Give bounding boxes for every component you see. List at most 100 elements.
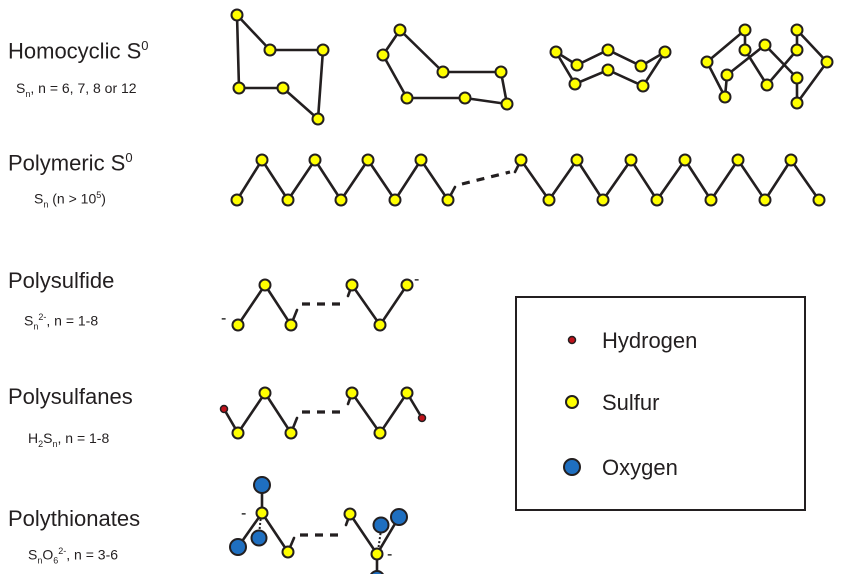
minus-charge: - <box>387 546 392 563</box>
oxygen-atom <box>253 476 271 494</box>
sulfur-atom <box>232 81 246 95</box>
f: n <box>43 199 49 210</box>
f: n <box>33 321 39 332</box>
oxygen-atom <box>390 508 408 526</box>
sulfur-atom <box>255 153 269 167</box>
polysulfide-title: Polysulfide <box>8 268 114 294</box>
f: n <box>52 438 58 449</box>
sulfur-atom <box>790 96 804 110</box>
sulfur-atom <box>345 278 359 292</box>
oxygen-atom <box>372 516 390 534</box>
sulfur-atom <box>549 45 563 59</box>
polymeric-chain <box>230 153 826 207</box>
sulfur-atom <box>441 193 455 207</box>
hydrogen-atom <box>219 404 229 414</box>
f: 6 <box>53 555 59 566</box>
sulfur-atom <box>400 91 414 105</box>
legend-label-oxygen: Oxygen <box>602 455 678 480</box>
legend-markers <box>563 335 581 476</box>
sulfur-atom <box>255 506 269 520</box>
sulfur-atom <box>284 426 298 440</box>
sulfur-atom <box>436 65 450 79</box>
sulfur-atom <box>634 59 648 73</box>
sulfur-atom <box>820 55 834 69</box>
sulfur-atom <box>308 153 322 167</box>
sulfur-atom <box>400 386 414 400</box>
hydrogen-atom <box>417 413 427 423</box>
f: n <box>37 555 43 566</box>
sulfur-atom <box>361 153 375 167</box>
minus-charge: - <box>414 271 419 288</box>
sulfur-atom <box>316 43 330 57</box>
sulfur-atoms <box>230 8 330 126</box>
sulfur-atom <box>601 43 615 57</box>
oxygen-atom <box>250 529 268 547</box>
sulfur-atom <box>373 318 387 332</box>
f: S <box>24 312 34 329</box>
f: (n > 10 <box>48 190 97 207</box>
oxygen-legend-icon <box>563 458 581 476</box>
sulfur-atom <box>230 8 244 22</box>
title-text: Polysulfide <box>8 268 115 293</box>
sulfur-atom <box>343 507 357 521</box>
title-sup: 0 <box>125 150 133 165</box>
sulfur-atom <box>636 79 650 93</box>
sulfur-atom <box>700 55 714 69</box>
sulfur-atom <box>718 90 732 104</box>
minus-charge: - <box>221 310 226 327</box>
sulfur-atom <box>568 77 582 91</box>
sulfur-atom <box>731 153 745 167</box>
sulfur-atom <box>758 38 772 52</box>
sulfur-atom <box>790 43 804 57</box>
oxygen-atom <box>370 570 384 574</box>
f: , n = 1-8 <box>46 312 99 329</box>
f: n <box>25 88 31 99</box>
sulfur-atom <box>311 112 325 126</box>
homocyclic-title: Homocyclic S0 <box>8 38 148 64</box>
sulfur-atom <box>345 386 359 400</box>
f: S <box>28 546 38 563</box>
f: 5 <box>96 190 102 200</box>
title-text: Polymeric S <box>8 150 126 176</box>
sulfur-atom <box>570 58 584 72</box>
sulfur-atom <box>704 193 718 207</box>
s6-ring <box>230 8 330 126</box>
f: 2 <box>38 438 44 449</box>
title-text: Polysulfanes <box>8 384 133 409</box>
sulfur-atom <box>388 193 402 207</box>
f: S <box>43 430 53 446</box>
sulfur-atom <box>658 45 672 59</box>
polysulfide-formula: Sn2-, n = 1-8 <box>24 312 98 331</box>
polysulfide-chain: - - <box>221 271 419 332</box>
sulfur-atom <box>596 193 610 207</box>
sulfur-atom <box>790 23 804 37</box>
sulfur-atoms <box>231 386 414 440</box>
sulfur-atom <box>281 193 295 207</box>
sulfur-atom <box>230 193 244 207</box>
sulfur-atom <box>720 68 734 82</box>
sulfur-atom <box>400 278 414 292</box>
sulfur-atom <box>458 91 472 105</box>
sulfur-atom <box>258 278 272 292</box>
polysulfanes-title: Polysulfanes <box>8 384 133 410</box>
sulfur-atom <box>370 547 384 561</box>
sulfur-atoms <box>700 23 834 110</box>
sulfur-atom <box>542 193 556 207</box>
f: , n = 6, 7, 8 or 12 <box>30 80 137 96</box>
polysulfanes-formula: H2Sn, n = 1-8 <box>28 430 109 449</box>
sulfur-atoms <box>230 153 826 207</box>
sulfur-atom <box>738 43 752 57</box>
f: O <box>42 546 54 563</box>
sulfur-atoms <box>549 43 672 93</box>
sulfur-atom <box>414 153 428 167</box>
s12-ring <box>700 23 834 110</box>
sulfur-atoms <box>231 278 414 332</box>
sulfur-atom <box>494 65 508 79</box>
polythionates-title: Polythionates <box>8 506 140 532</box>
sulfur-atom <box>514 153 528 167</box>
homocyclic-formula: Sn, n = 6, 7, 8 or 12 <box>16 80 137 99</box>
hydrogen-legend-icon <box>567 335 577 345</box>
polythionates-formula: SnO62-, n = 3-6 <box>28 546 118 565</box>
s8-ring <box>549 43 672 93</box>
